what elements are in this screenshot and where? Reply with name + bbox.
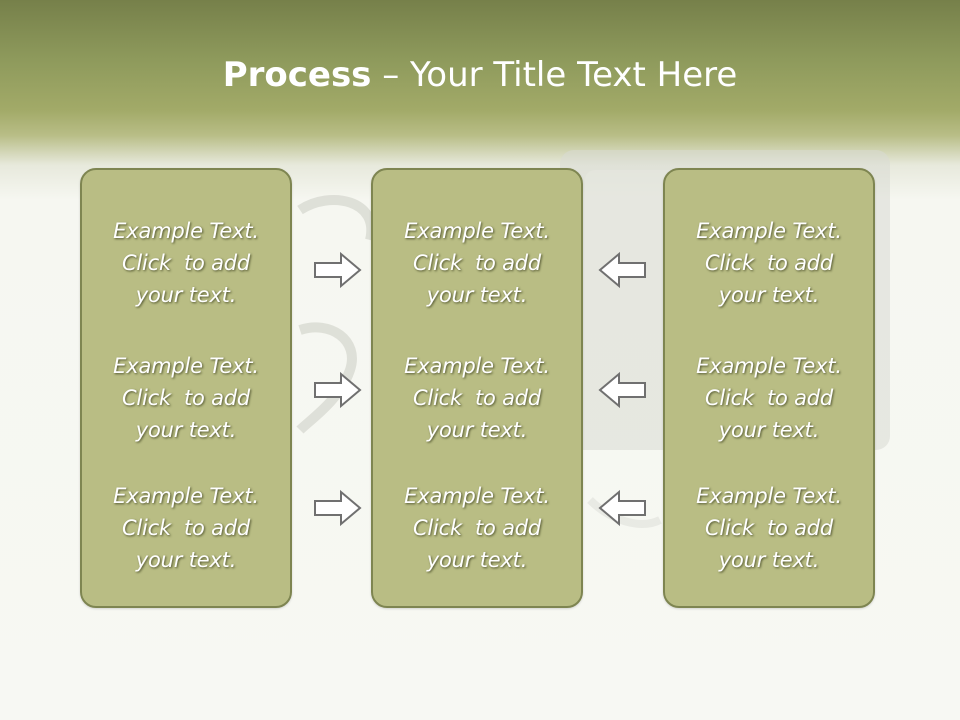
text-line: Click to add — [412, 386, 542, 410]
text-block[interactable]: Example Text. Click to add your text. — [82, 480, 290, 576]
text-line: your text. — [426, 548, 528, 572]
text-line: Click to add — [412, 251, 542, 275]
text-block[interactable]: Example Text. Click to add your text. — [82, 350, 290, 446]
arrow-left-icon — [598, 251, 646, 289]
process-box-left[interactable]: Example Text. Click to add your text. Ex… — [80, 168, 292, 608]
arrow-right-icon — [314, 489, 362, 527]
text-block[interactable]: Example Text. Click to add your text. — [665, 215, 873, 311]
text-line: Example Text. — [113, 219, 259, 243]
text-line: Click to add — [121, 386, 251, 410]
title-bold: Process — [222, 55, 372, 95]
text-line: Example Text. — [404, 354, 550, 378]
text-line: Example Text. — [404, 484, 550, 508]
arrow-left-icon — [598, 489, 646, 527]
text-line: your text. — [426, 418, 528, 442]
text-block[interactable]: Example Text. Click to add your text. — [373, 215, 581, 311]
process-box-middle[interactable]: Example Text. Click to add your text. Ex… — [371, 168, 583, 608]
arrow-right-icon — [314, 371, 362, 409]
text-block[interactable]: Example Text. Click to add your text. — [665, 350, 873, 446]
text-line: your text. — [135, 418, 237, 442]
text-line: Click to add — [412, 516, 542, 540]
text-line: your text. — [135, 283, 237, 307]
text-line: your text. — [718, 548, 820, 572]
text-block[interactable]: Example Text. Click to add your text. — [665, 480, 873, 576]
text-block[interactable]: Example Text. Click to add your text. — [373, 350, 581, 446]
text-line: your text. — [718, 418, 820, 442]
text-line: Click to add — [704, 251, 834, 275]
text-line: Example Text. — [696, 484, 842, 508]
text-line: Example Text. — [696, 219, 842, 243]
text-line: Example Text. — [113, 484, 259, 508]
text-line: your text. — [718, 283, 820, 307]
text-line: Click to add — [121, 516, 251, 540]
process-box-right[interactable]: Example Text. Click to add your text. Ex… — [663, 168, 875, 608]
text-line: Example Text. — [113, 354, 259, 378]
slide-title: Process – Your Title Text Here — [0, 52, 960, 98]
text-line: your text. — [426, 283, 528, 307]
text-line: Click to add — [121, 251, 251, 275]
text-line: Click to add — [704, 386, 834, 410]
text-block[interactable]: Example Text. Click to add your text. — [82, 215, 290, 311]
arrow-left-icon — [598, 371, 646, 409]
text-line: Example Text. — [404, 219, 550, 243]
arrow-right-icon — [314, 251, 362, 289]
title-rest: – Your Title Text Here — [371, 55, 738, 95]
text-block[interactable]: Example Text. Click to add your text. — [373, 480, 581, 576]
text-line: Example Text. — [696, 354, 842, 378]
text-line: Click to add — [704, 516, 834, 540]
text-line: your text. — [135, 548, 237, 572]
